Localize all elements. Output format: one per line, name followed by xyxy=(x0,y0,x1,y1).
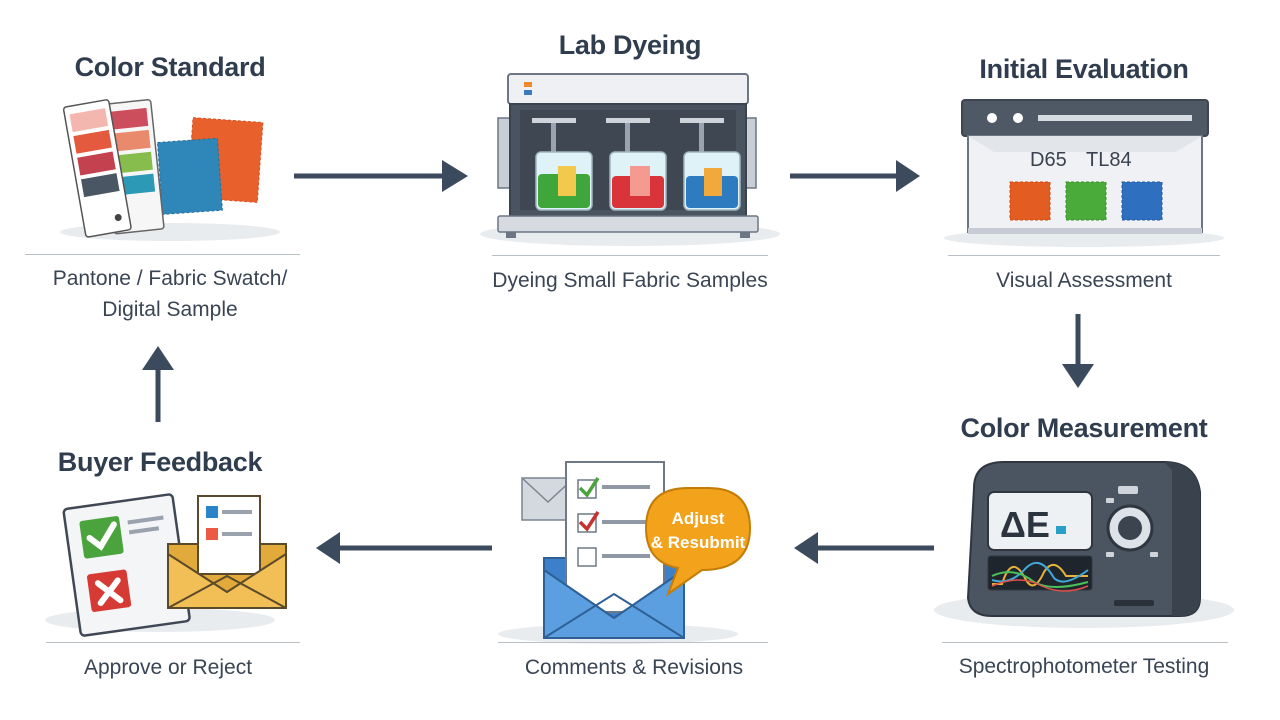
delta-e-label: ΔE xyxy=(1000,504,1050,545)
stage-color-standard: Color Standard xyxy=(20,0,320,340)
pantone-fan-icon xyxy=(60,99,280,241)
spectrophotometer-icon: ΔE xyxy=(934,461,1234,628)
caption-line-2: Digital Sample xyxy=(102,298,238,321)
dyeing-machine-icon xyxy=(480,73,780,246)
stage-title: Color Measurement xyxy=(960,413,1208,443)
stage-caption: Spectrophotometer Testing xyxy=(958,655,1210,678)
stage-caption: Visual Assessment xyxy=(996,269,1172,292)
stage-initial-evaluation: Initial Evaluation D65 TL84 Visual Asses… xyxy=(934,0,1234,300)
dyeing-machine-illustration xyxy=(480,70,780,250)
arrow-right-1 xyxy=(294,160,468,192)
arrow-up xyxy=(142,346,174,422)
stage-caption: Pantone / Fabric Swatch/ Digital Sample xyxy=(20,263,320,325)
arrow-right-2 xyxy=(790,160,920,192)
light-booth-illustration: D65 TL84 xyxy=(934,96,1234,248)
stage-buyer-feedback: Buyer Feedback Approve or xyxy=(10,400,310,700)
stage-title: Lab Dyeing xyxy=(558,30,702,60)
envelope-checklist-icon: Adjust & Resubmit xyxy=(498,461,752,644)
arrow-down xyxy=(1062,314,1094,388)
buyer-feedback-illustration xyxy=(10,488,310,638)
divider xyxy=(942,642,1228,643)
bubble-text-line-2: & Resubmit xyxy=(651,533,746,552)
light-booth-icon: D65 TL84 xyxy=(944,99,1224,247)
divider xyxy=(46,642,300,643)
stage-caption: Dyeing Small Fabric Samples xyxy=(492,269,768,292)
arrow-left-1 xyxy=(794,532,934,564)
stage-title: Initial Evaluation xyxy=(979,54,1189,84)
stage-color-measurement: Color Measurement ΔE Spect xyxy=(934,400,1234,700)
pantone-swatch-illustration xyxy=(20,92,320,242)
approve-reject-icon xyxy=(45,493,287,637)
stage-title: Color Standard xyxy=(74,52,266,82)
comments-envelope-illustration: Adjust & Resubmit xyxy=(498,458,798,648)
stage-caption: Comments & Revisions xyxy=(524,656,744,679)
spectrophotometer-illustration: ΔE xyxy=(934,458,1234,638)
stage-comments-revisions: Adjust & Resubmit Comments & Revisions xyxy=(498,440,798,700)
bubble-text-line-1: Adjust xyxy=(672,509,725,528)
divider xyxy=(948,255,1220,256)
light-source-1-label: D65 xyxy=(1030,149,1067,171)
stage-title: Buyer Feedback xyxy=(57,447,263,477)
light-source-2-label: TL84 xyxy=(1086,149,1132,171)
stage-caption: Approve or Reject xyxy=(83,656,253,679)
divider xyxy=(492,255,768,256)
stage-lab-dyeing: Lab Dyeing xyxy=(480,0,780,300)
divider xyxy=(498,642,768,643)
divider xyxy=(25,254,300,255)
arrow-left-2 xyxy=(316,532,492,564)
caption-line-1: Pantone / Fabric Swatch/ xyxy=(52,267,288,290)
